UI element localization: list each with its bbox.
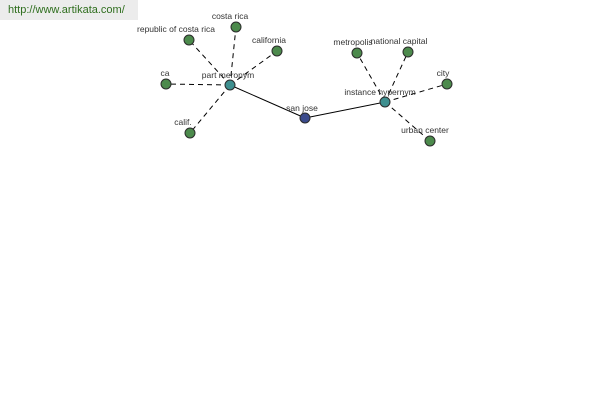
edge-instance-hypernym-city xyxy=(384,83,448,103)
relation-label-instance-hypernym[interactable]: instance hypernym xyxy=(344,87,415,97)
term-node-metropolis[interactable] xyxy=(351,47,363,59)
root-node-san-jose[interactable] xyxy=(299,112,311,124)
edge-part-meronym-costa-rica xyxy=(229,26,237,86)
edge-part-meronym-calif xyxy=(189,84,231,134)
term-label-calif[interactable]: calif. xyxy=(174,117,191,127)
term-node-urban-center[interactable] xyxy=(424,135,436,147)
term-label-metropolis[interactable]: metropolis xyxy=(333,37,372,47)
graph-labels: san jose part meronym costa rica republic o… xyxy=(137,11,450,135)
term-node-california[interactable] xyxy=(271,45,283,57)
term-label-california[interactable]: california xyxy=(252,35,286,45)
term-node-costa-rica[interactable] xyxy=(230,21,242,33)
term-label-city[interactable]: city xyxy=(437,68,451,78)
term-node-city[interactable] xyxy=(441,78,453,90)
term-label-ca[interactable]: ca xyxy=(161,68,170,78)
term-label-republic-of-costa-rica[interactable]: republic of costa rica xyxy=(137,24,215,34)
edge-instance-hypernym-national-capital xyxy=(384,51,409,103)
term-label-national-capital[interactable]: national capital xyxy=(371,36,428,46)
edge-part-meronym-california xyxy=(229,50,278,86)
graph-edges xyxy=(165,26,448,142)
root-label-san-jose[interactable]: san jose xyxy=(286,103,318,113)
term-label-costa-rica[interactable]: costa rica xyxy=(212,11,249,21)
edge-san-jose-instance-hypernym xyxy=(304,101,386,119)
url-bar: http://www.artikata.com/ xyxy=(0,0,138,20)
term-node-republic-of-costa-rica[interactable] xyxy=(183,34,195,46)
edge-instance-hypernym-urban-center xyxy=(384,101,431,142)
term-label-urban-center[interactable]: urban center xyxy=(401,125,449,135)
edge-part-meronym-republic-of-costa-rica xyxy=(188,39,231,86)
edge-part-meronym-ca xyxy=(165,83,231,86)
relation-node-instance-hypernym[interactable] xyxy=(379,96,391,108)
edge-san-jose-part-meronym xyxy=(229,84,306,119)
relation-label-part-meronym[interactable]: part meronym xyxy=(202,70,254,80)
term-node-ca[interactable] xyxy=(160,78,172,90)
site-url-link[interactable]: http://www.artikata.com/ xyxy=(8,4,125,16)
term-node-calif[interactable] xyxy=(184,127,196,139)
edge-instance-hypernym-metropolis xyxy=(356,52,386,103)
relation-node-part-meronym[interactable] xyxy=(224,79,236,91)
graph-nodes xyxy=(160,21,453,147)
term-node-national-capital[interactable] xyxy=(402,46,414,58)
